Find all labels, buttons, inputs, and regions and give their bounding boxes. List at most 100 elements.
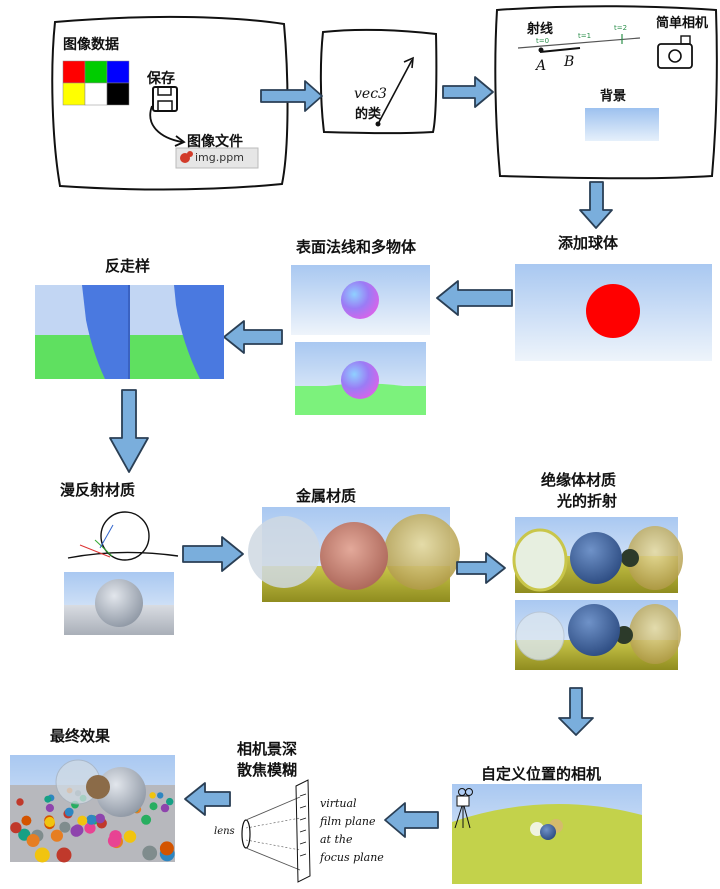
- scene-ball: [70, 825, 83, 837]
- t0-label: t=0: [536, 37, 550, 45]
- pixel-cell: [62, 60, 86, 84]
- pixel-cell: [106, 60, 130, 84]
- arrow-11-12: [184, 782, 231, 816]
- stage10-render: [452, 784, 642, 884]
- background-label: 背景: [600, 89, 627, 104]
- scene-ball: [123, 830, 137, 843]
- scene-ball: [159, 841, 174, 856]
- dof-sketch: [241, 779, 311, 883]
- vec-arrow: [377, 59, 413, 125]
- arrow-4-5: [436, 280, 513, 316]
- stage7-render: [64, 572, 174, 635]
- scene-ball: [77, 815, 88, 826]
- stage5-render-2: [295, 342, 426, 415]
- pixel-cell: [62, 82, 86, 106]
- vec-label-1: vec3: [354, 86, 387, 102]
- t2-label: t=2: [614, 24, 628, 32]
- stage12-title: 最终效果: [50, 727, 111, 745]
- scene-ball: [34, 847, 50, 863]
- file-chip: [175, 147, 259, 169]
- stage4-title: 添加球体: [558, 234, 619, 252]
- arrow-10-11: [384, 802, 439, 838]
- arrow-3-4: [579, 181, 613, 229]
- stage7-title: 漫反射材质: [60, 481, 136, 499]
- arrow-1-2: [260, 80, 323, 112]
- scene-ball: [44, 795, 52, 803]
- scene-ball: [160, 803, 170, 813]
- movie-camera-icon: [454, 788, 473, 829]
- vec-label-2: 的类: [355, 107, 382, 122]
- scene-ball: [142, 845, 158, 861]
- file-icon: [180, 151, 193, 163]
- arrow-5-6: [223, 320, 283, 354]
- ray-label: 射线: [527, 22, 554, 37]
- scene-ball: [141, 814, 152, 825]
- dof-note-3: at the: [320, 833, 353, 846]
- save-arrow: [149, 105, 183, 143]
- scene-ball: [166, 797, 174, 806]
- arrow-6-7: [109, 389, 149, 473]
- stage9-title-1: 绝缘体材质: [541, 471, 617, 489]
- stage9-render-1: [512, 517, 683, 593]
- arrow-8-9: [456, 552, 506, 584]
- point-b: B: [564, 54, 575, 70]
- scene-ball: [149, 802, 158, 811]
- dof-note-4: focus plane: [320, 851, 384, 864]
- t1-label: t=1: [578, 32, 592, 40]
- scene-ball: [95, 813, 105, 824]
- dof-note-2: film plane: [320, 815, 376, 828]
- stage10-title: 自定义位置的相机: [481, 765, 602, 783]
- scene-ball: [26, 834, 40, 847]
- scene-ball: [64, 807, 74, 817]
- scene-ball: [44, 816, 55, 828]
- pixel-cell: [84, 82, 108, 106]
- background-swatch: [585, 108, 659, 141]
- file-name: img.ppm: [195, 151, 244, 164]
- diffuse-sketch: [67, 511, 179, 561]
- scene-ball: [59, 821, 71, 833]
- pixel-cell: [106, 82, 130, 106]
- scene-ball: [157, 792, 164, 799]
- stage1-title: 图像数据: [63, 37, 119, 53]
- floppy-icon: [152, 86, 178, 112]
- dof-note-1: virtual: [320, 797, 357, 810]
- scene-ball: [149, 792, 156, 799]
- stage11-title-2: 散焦模糊: [237, 761, 298, 779]
- pixel-grid: [62, 60, 130, 106]
- scene-ball: [10, 822, 22, 834]
- stage8-render: [248, 507, 460, 602]
- stage1-frame: [51, 15, 289, 191]
- point-a: A: [536, 58, 547, 74]
- stage12-render: [10, 755, 175, 863]
- stage4-render: [515, 264, 712, 361]
- camera-icon: [657, 35, 693, 69]
- scene-ball: [86, 814, 97, 825]
- stage5-render-1: [291, 265, 430, 335]
- scene-ball: [107, 834, 121, 848]
- stage9-title-2: 光的折射: [557, 492, 618, 510]
- stage9-render-2: [515, 600, 681, 670]
- stage2-frame: [319, 28, 438, 135]
- pixel-cell: [84, 60, 108, 84]
- stage11-title-1: 相机景深: [237, 740, 298, 758]
- scene-ball: [50, 829, 64, 842]
- scene-ball: [84, 822, 96, 834]
- arrow-2-3: [442, 76, 494, 108]
- scene-ball: [56, 847, 72, 863]
- lens-label: lens: [214, 826, 235, 837]
- stage6-title: 反走样: [105, 257, 151, 275]
- arrow-7-8: [182, 536, 244, 572]
- save-label: 保存: [147, 71, 175, 87]
- scene-ball: [21, 815, 32, 826]
- file-title: 图像文件: [187, 134, 243, 150]
- stage8-title: 金属材质: [296, 487, 357, 505]
- arrow-9-10: [558, 687, 594, 736]
- scene-ball: [45, 803, 55, 813]
- stage5-title: 表面法线和多物体: [296, 238, 417, 256]
- stage3-frame: [494, 5, 718, 180]
- camera-label: 简单相机: [656, 16, 709, 31]
- stage6-render: [35, 285, 224, 379]
- scene-ball: [16, 798, 24, 806]
- ray-line: [517, 37, 641, 49]
